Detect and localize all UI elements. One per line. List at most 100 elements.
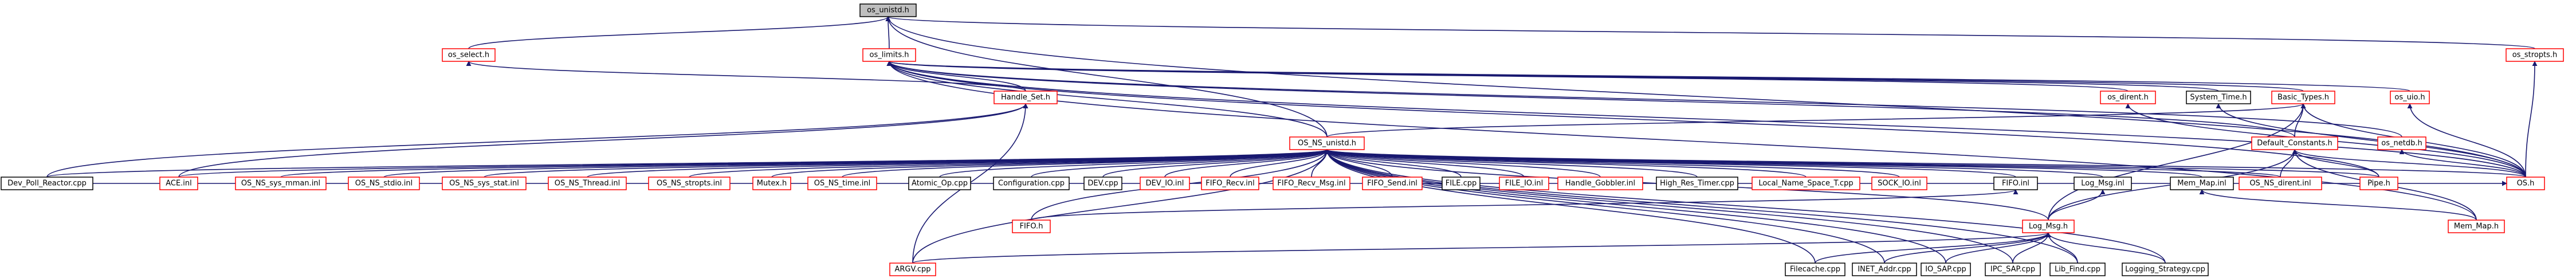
node-box	[548, 177, 627, 190]
node-os-ns-dirent-inl[interactable]: OS_NS_dirent.inl	[2239, 177, 2322, 190]
node-high-res-timer-cpp[interactable]: High_Res_Timer.cpp	[1656, 177, 1738, 190]
node-io-sap-cpp[interactable]: IO_SAP.cpp	[1921, 263, 1971, 276]
node-argv-cpp[interactable]: ARGV.cpp	[889, 263, 936, 276]
node-log-msg-h[interactable]: Log_Msg.h	[2022, 220, 2075, 233]
node-fifo-inl[interactable]: FIFO.inl	[1993, 177, 2038, 190]
node-os-stropts-h[interactable]: os_stropts.h	[2506, 48, 2564, 62]
node-box	[993, 177, 1070, 190]
node-label: ARGV.cpp	[894, 265, 930, 274]
node-label: os_unistd.h	[867, 6, 909, 15]
node-box	[442, 177, 527, 190]
node-label: Pipe.h	[2367, 179, 2390, 188]
node-box	[2022, 220, 2075, 233]
node-mutex-h[interactable]: Mutex.h	[752, 177, 791, 190]
node-label: FIFO_Recv.inl	[1205, 179, 1254, 188]
node-fifo-recv-msg-inl[interactable]: FIFO_Recv_Msg.inl	[1273, 177, 1350, 190]
node-label: OS_NS_unistd.h	[1298, 139, 1356, 148]
node-label: Local_Name_Space_T.cpp	[1758, 179, 1853, 188]
node-box	[1012, 220, 1051, 233]
include-edge-os_ns_unistd_h-to-atomic_op_cpp	[939, 149, 1330, 178]
node-label: OS_NS_dirent.inl	[2249, 179, 2311, 188]
node-system-time-h[interactable]: System_Time.h	[2186, 91, 2251, 104]
node-atomic-op-cpp[interactable]: Atomic_Op.cpp	[908, 177, 971, 190]
node-label: FIFO.inl	[2002, 179, 2029, 188]
node-pipe-h[interactable]: Pipe.h	[2359, 177, 2398, 190]
include-edge-os_limits_h-to-os_ns_unistd_h	[886, 61, 1328, 138]
node-layer: os_unistd.h os_select.h os_limits.h os_stro…	[1, 3, 2564, 276]
node-label: DEV.cpp	[1087, 179, 1118, 188]
node-os-ns-sys-stat-inl[interactable]: OS_NS_sys_stat.inl	[442, 177, 527, 190]
node-box	[859, 3, 917, 17]
node-handle-set-h[interactable]: Handle_Set.h	[994, 91, 1058, 104]
node-os-ns-sys-mman-inl[interactable]: OS_NS_sys_mman.inl	[235, 177, 327, 190]
node-label: Log_Msg.h	[2029, 222, 2068, 231]
node-file-io-inl[interactable]: FILE_IO.inl	[1499, 177, 1549, 190]
node-os-select-h[interactable]: os_select.h	[442, 48, 496, 62]
node-label: Logging_Strategy.cpp	[2125, 265, 2205, 274]
node-label: SOCK_IO.inl	[1878, 179, 1921, 188]
node-lib-find-cpp[interactable]: Lib_Find.cpp	[2049, 263, 2106, 276]
node-filecache-cpp[interactable]: Filecache.cpp	[1785, 263, 1845, 276]
include-edge-os_unistd_h-to-os_stropts_h	[886, 16, 2535, 49]
include-edge-os_limits_h-to-os_h	[886, 61, 2526, 178]
include-edge-handle_set_h-to-ace_inl	[178, 103, 1028, 178]
node-os-uio-h[interactable]: os_uio.h	[2390, 91, 2430, 104]
node-fifo-recv-inl[interactable]: FIFO_Recv.inl	[1201, 177, 1259, 190]
include-edge-os_ns_unistd_h-to-pipe_h	[1325, 149, 2379, 178]
node-os-netdb-h[interactable]: os_netdb.h	[2377, 136, 2426, 150]
node-mem-map-h[interactable]: Mem_Map.h	[2448, 220, 2505, 233]
include-edge-handle_set_h-to-dev_poll_reactor_cpp	[46, 103, 1028, 178]
node-file-cpp[interactable]: FILE.cpp	[1442, 177, 1481, 190]
node-box	[2271, 91, 2335, 104]
node-os-dirent-h[interactable]: os_dirent.h	[2100, 91, 2156, 104]
include-edge-fifo_inl-to-fifo_h	[1031, 189, 2018, 221]
node-box	[1985, 263, 2041, 276]
node-box	[1362, 177, 1423, 190]
node-sock-io-inl[interactable]: SOCK_IO.inl	[1871, 177, 1927, 190]
node-box	[752, 177, 791, 190]
node-box	[1993, 177, 2038, 190]
node-basic-types-h[interactable]: Basic_Types.h	[2271, 91, 2335, 104]
include-edge-os_unistd_h-to-os_select_h	[468, 16, 891, 49]
include-edge-os_limits_h-to-os_uio_h	[887, 61, 2410, 92]
include-edge-os_limits_h-to-pipe_h	[886, 61, 2379, 178]
node-label: OS_NS_sys_mman.inl	[241, 179, 320, 188]
node-os-h[interactable]: OS.h	[2506, 177, 2545, 190]
node-box	[1499, 177, 1549, 190]
node-os-ns-stropts-inl[interactable]: OS_NS_stropts.inl	[648, 177, 731, 190]
node-box	[807, 177, 877, 190]
node-label: OS.h	[2517, 179, 2535, 188]
include-edge-log_msg_inl-to-log_msg_h	[2048, 189, 2106, 221]
include-edge-os_ns_unistd_h-to-dev_cpp	[1102, 149, 1330, 178]
include-edge-os_ns_unistd_h-to-lib_find_cpp	[1324, 149, 2078, 264]
node-label: OS_NS_Thread.inl	[555, 179, 621, 188]
node-fifo-h[interactable]: FIFO.h	[1012, 220, 1051, 233]
node-os-ns-time-inl[interactable]: OS_NS_time.inl	[807, 177, 877, 190]
include-edge-mem_map_inl-to-mem_map_h	[2199, 189, 2477, 221]
node-dev-cpp[interactable]: DEV.cpp	[1083, 177, 1122, 190]
node-label: Handle_Gobbler.inl	[1565, 179, 1635, 188]
node-label: High_Res_Timer.cpp	[1660, 179, 1734, 188]
node-default-constants-h[interactable]: Default_Constants.h	[2251, 136, 2338, 150]
node-label: DEV_IO.inl	[1146, 179, 1184, 188]
node-local-name-space-t-cpp[interactable]: Local_Name_Space_T.cpp	[1752, 177, 1860, 190]
node-label: ACE.inl	[166, 179, 192, 188]
node-fifo-send-inl[interactable]: FIFO_Send.inl	[1362, 177, 1423, 190]
node-dev-poll-reactor-cpp[interactable]: Dev_Poll_Reactor.cpp	[1, 177, 93, 190]
node-os-ns-thread-inl[interactable]: OS_NS_Thread.inl	[548, 177, 627, 190]
include-edge-log_msg_h-to-logging_strategy_cpp	[2045, 232, 2166, 264]
node-inet-addr-cpp[interactable]: INET_Addr.cpp	[1852, 263, 1917, 276]
include-edge-log_msg_h-to-io_sap_cpp	[1945, 232, 2051, 264]
node-ace-inl[interactable]: ACE.inl	[159, 177, 198, 190]
node-os-ns-stdio-inl[interactable]: OS_NS_stdio.inl	[348, 177, 420, 190]
node-os-ns-unistd-h[interactable]: OS_NS_unistd.h	[1289, 136, 1365, 150]
node-configuration-cpp[interactable]: Configuration.cpp	[993, 177, 1070, 190]
node-handle-gobbler-inl[interactable]: Handle_Gobbler.inl	[1557, 177, 1643, 190]
node-box	[1289, 136, 1365, 150]
node-log-msg-inl[interactable]: Log_Msg.inl	[2074, 177, 2132, 190]
node-logging-strategy-cpp[interactable]: Logging_Strategy.cpp	[2122, 263, 2209, 276]
node-os-limits-h[interactable]: os_limits.h	[862, 48, 916, 62]
node-ipc-sap-cpp[interactable]: IPC_SAP.cpp	[1985, 263, 2041, 276]
node-mem-map-inl[interactable]: Mem_Map.inl	[2170, 177, 2234, 190]
node-dev-io-inl[interactable]: DEV_IO.inl	[1140, 177, 1190, 190]
